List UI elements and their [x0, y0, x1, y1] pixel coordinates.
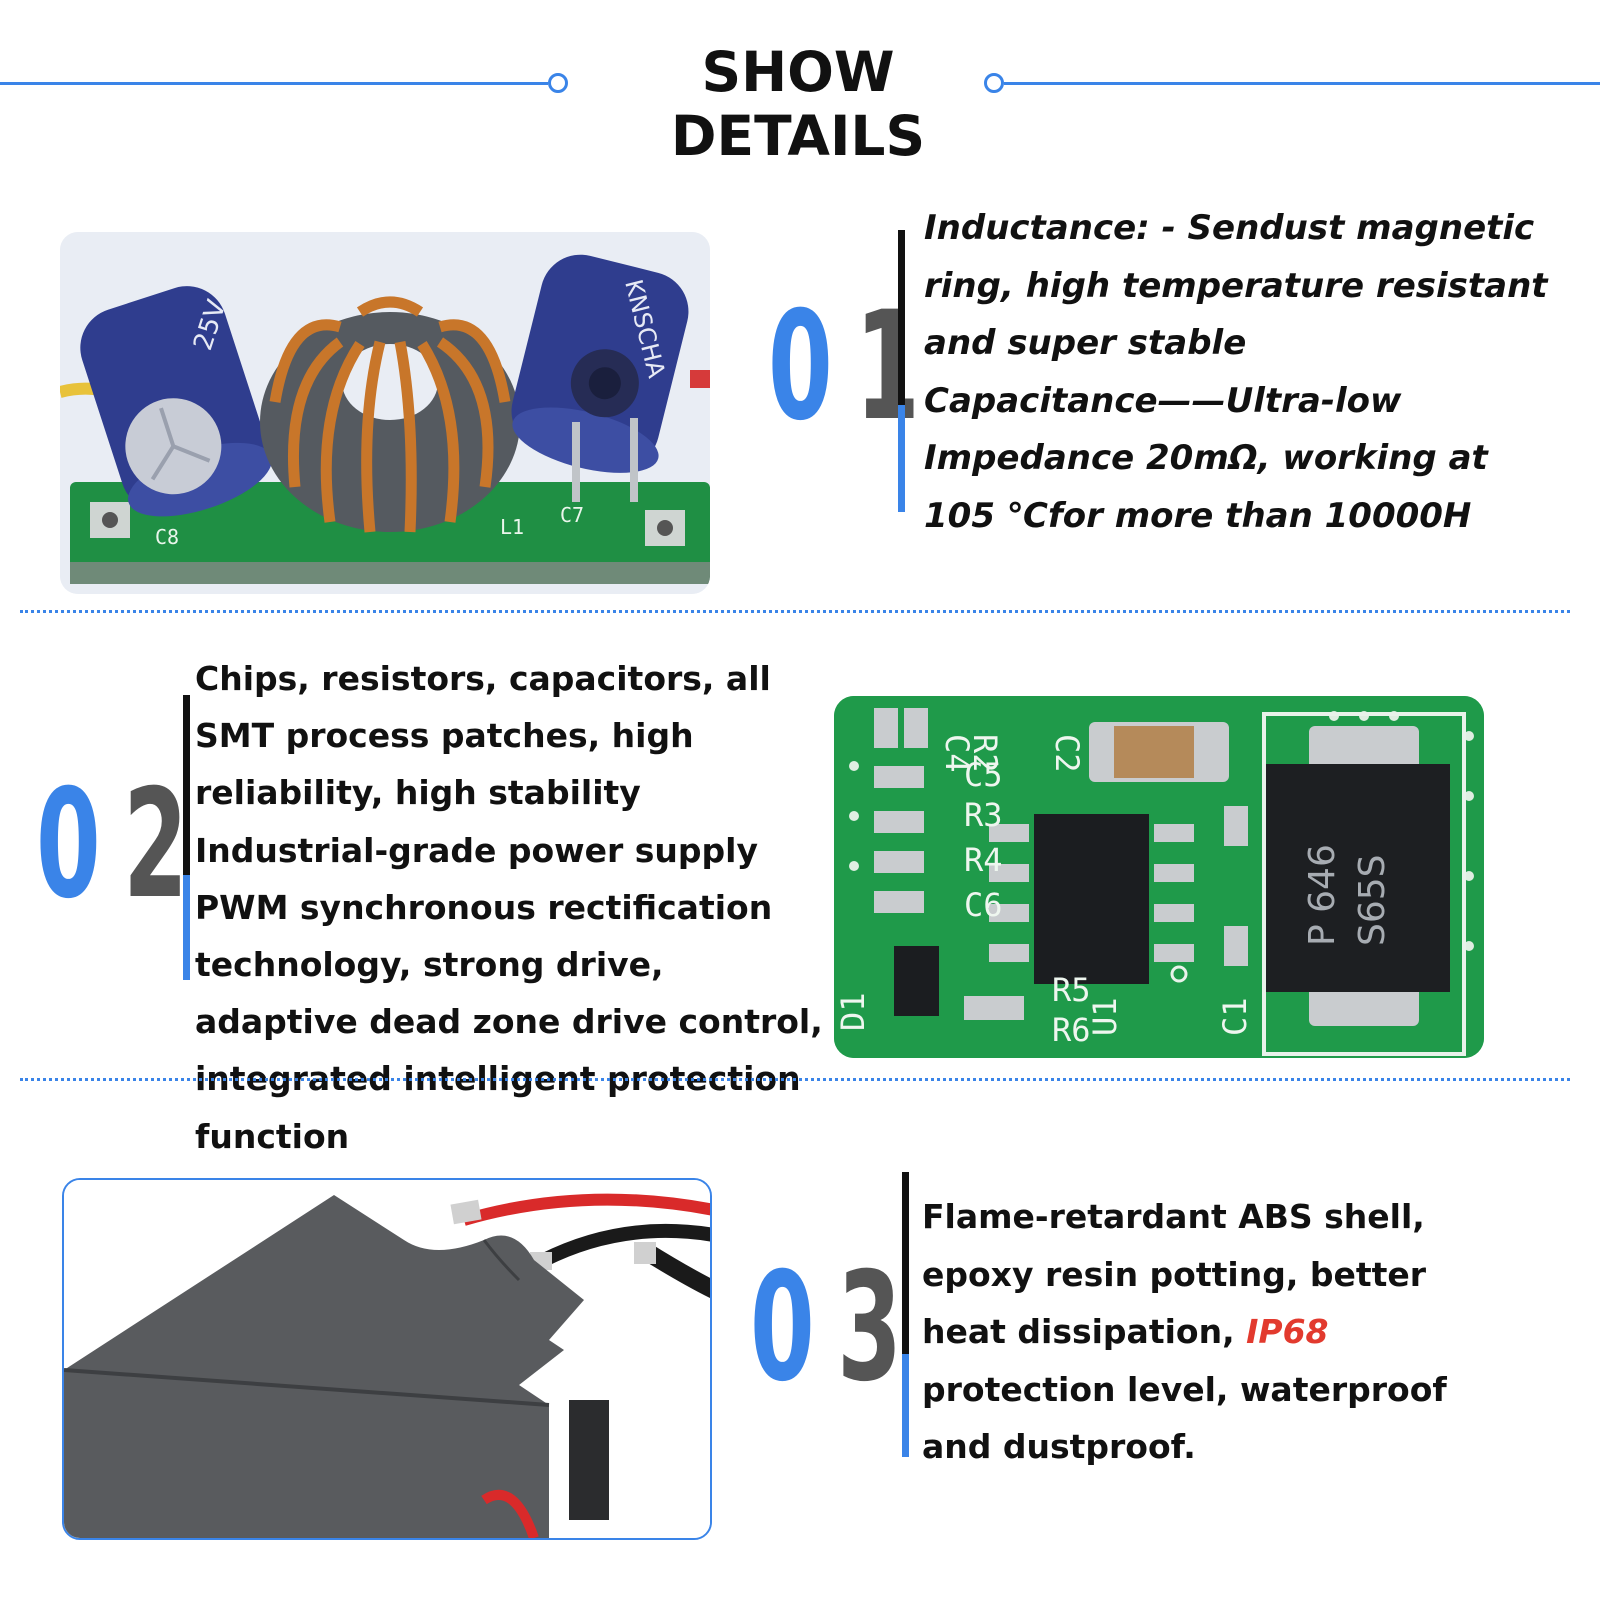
section-01-line: Impedance 20mΩ, working at: [924, 438, 1488, 478]
silkscreen-r6: R6: [1052, 1011, 1091, 1049]
inductor-capacitor-illustration: 25V KNSCHA C8 L1 C7: [60, 232, 710, 594]
section-01-description: Inductance: - Sendust magnetic ring, hig…: [924, 200, 1548, 545]
section-03-description: Flame-retardant ABS shell, epoxy resin p…: [922, 1188, 1447, 1476]
section-02-line: Chips, resistors, capacitors, all: [195, 659, 771, 698]
silkscreen-c8: C8: [155, 525, 179, 549]
header-rule-right: [1004, 82, 1600, 85]
section-03-line: protection level, waterproof: [922, 1369, 1447, 1409]
silkscreen-r5: R5: [1052, 971, 1091, 1009]
section-number-digit: 2: [123, 758, 188, 932]
abs-shell-module-photo: [62, 1178, 712, 1540]
section-01-accent-bar: [898, 230, 905, 512]
silkscreen-c2: C2: [1048, 734, 1086, 773]
silkscreen-c7: C7: [560, 503, 584, 527]
diode-marking-line1: P 646: [1302, 844, 1343, 946]
section-number-03: 0 3: [750, 1241, 902, 1415]
section-number-digit: 1: [855, 280, 920, 454]
section-03-line: Flame-retardant ABS shell,: [922, 1197, 1425, 1236]
header-rule-right-dot: [984, 73, 1004, 93]
section-02-line: function: [195, 1116, 350, 1156]
section-01-line: Inductance: - Sendust magnetic: [924, 208, 1535, 248]
section-01-line: 105 ℃for more than 10000H: [924, 495, 1472, 536]
section-02-accent-bar: [183, 695, 190, 980]
section-02-description: Chips, resistors, capacitors, all SMT pr…: [195, 650, 823, 1165]
header-rule-left-dot: [548, 73, 568, 93]
section-02-line: SMT process patches, high: [195, 716, 694, 756]
inductor-capacitor-photo: 25V KNSCHA C8 L1 C7: [60, 232, 710, 594]
section-01-line: and super stable: [924, 323, 1247, 363]
silkscreen-u1: U1: [1086, 997, 1124, 1036]
smt-pcb-photo: P 646 S65S C4 R2 C2 C5 R3 R: [834, 696, 1484, 1058]
diode-marking-line2: S65S: [1352, 854, 1393, 946]
section-02-line: adaptive dead zone drive control,: [195, 1002, 823, 1042]
abs-shell-module-illustration: [64, 1180, 710, 1538]
smt-pcb-illustration: P 646 S65S C4 R2 C2 C5 R3 R: [834, 696, 1484, 1058]
section-02-line: PWM synchronous rectification: [195, 887, 773, 927]
section-03-accent-bar: [902, 1172, 909, 1457]
silkscreen-r4: R4: [964, 841, 1003, 879]
ip68-highlight: IP68: [1246, 1312, 1329, 1351]
section-03-line: and dustproof.: [922, 1427, 1196, 1466]
section-divider: [20, 610, 1570, 613]
section-01-line: ring, high temperature resistant: [924, 265, 1548, 306]
silkscreen-c1: C1: [1216, 997, 1254, 1036]
silkscreen-l1: L1: [500, 515, 524, 539]
silkscreen-c4: C4: [938, 734, 976, 773]
section-02-line: technology, strong drive,: [195, 945, 664, 985]
section-number-digit: 3: [837, 1241, 902, 1415]
section-03-line: epoxy resin potting, better: [922, 1254, 1427, 1294]
section-divider: [20, 1078, 1570, 1081]
section-03-line-prefix: heat dissipation,: [922, 1312, 1247, 1351]
silkscreen-c5: C5: [964, 756, 1003, 794]
section-number-02: 0 2: [36, 758, 188, 932]
page-title: SHOW DETAILS: [670, 40, 926, 168]
header-rule-left: [0, 82, 548, 85]
silkscreen-r3: R3: [964, 796, 1003, 834]
section-02-line: Industrial-grade power supply: [195, 830, 758, 870]
section-01-line: Capacitance——Ultra-low: [924, 380, 1402, 421]
section-03-line: heat dissipation, IP68: [922, 1303, 1447, 1361]
section-number-01: 0 1: [768, 280, 920, 454]
silkscreen-c6: C6: [964, 886, 1003, 924]
silkscreen-d1: D1: [834, 992, 872, 1031]
section-02-line: reliability, high stability: [195, 773, 641, 813]
silkscreen-r2: R2: [966, 734, 1004, 773]
